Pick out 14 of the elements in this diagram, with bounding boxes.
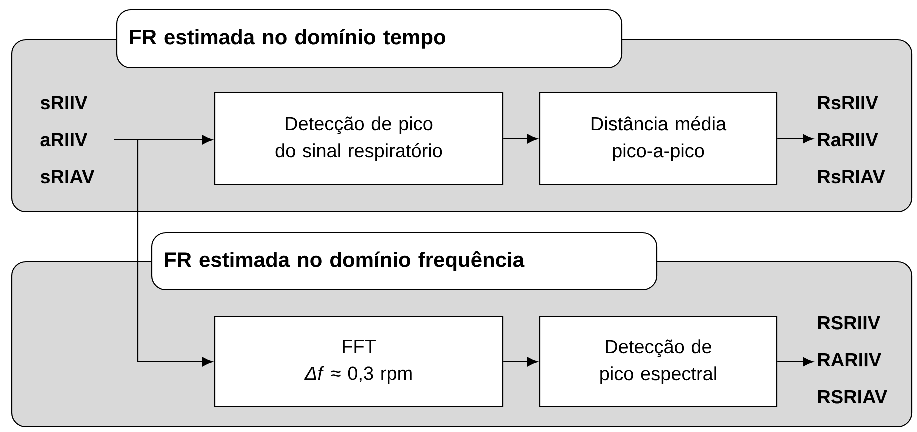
signal-label: RsRIIV RaRIIV RsRIAV xyxy=(818,96,886,184)
arrow xyxy=(778,134,814,144)
signal-label: RSRIIV RARIIV RSRIAV xyxy=(818,316,888,404)
arrow xyxy=(504,357,538,367)
process-box: Distância média pico-a-pico xyxy=(539,92,778,186)
arrow xyxy=(504,134,538,144)
process-box: FFT Δf ≈ 0,3 rpm xyxy=(214,316,504,408)
arrow xyxy=(778,357,814,367)
process-box: Detecção de pico do sinal respiratório xyxy=(214,92,504,186)
heading-tab: FR estimada no domínio frequência xyxy=(151,232,658,291)
heading-tab: FR estimada no domínio tempo xyxy=(116,9,623,69)
arrow xyxy=(114,139,213,367)
process-box: Detecção de pico espectral xyxy=(539,316,778,408)
signal-label: sRIIV aRIIV sRIAV xyxy=(40,96,95,184)
